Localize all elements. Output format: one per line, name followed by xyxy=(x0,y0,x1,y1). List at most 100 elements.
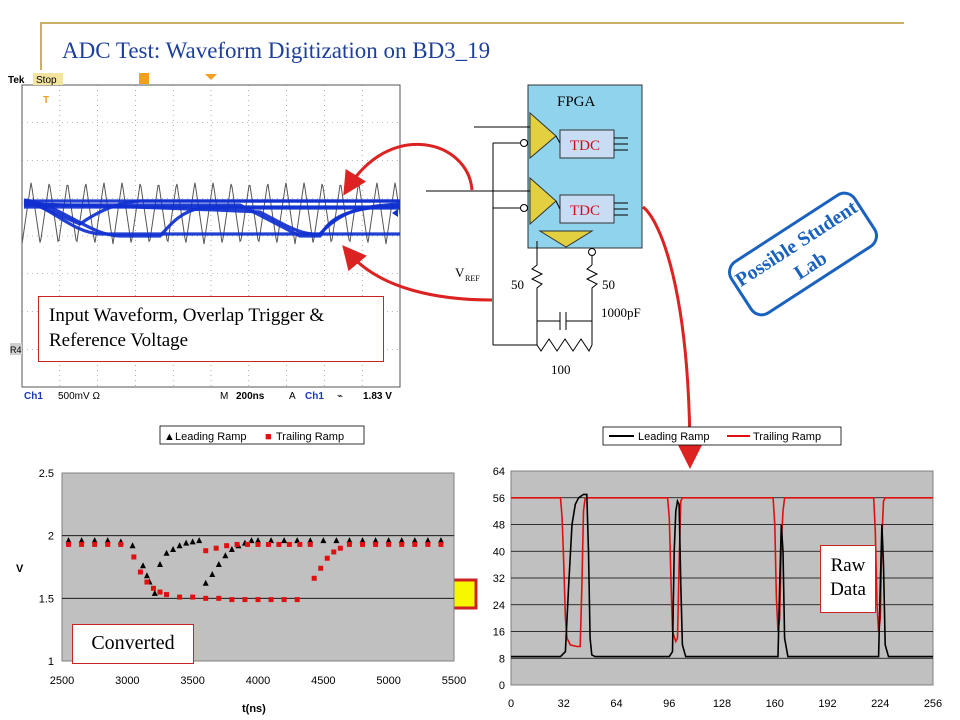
leading-ramp-point xyxy=(281,537,288,544)
raw-x-tick-label: 128 xyxy=(713,698,731,710)
scope-ch1-scale: 500mV Ω xyxy=(58,391,100,402)
trailing-ramp-point xyxy=(255,597,261,603)
raw-y-tick-label: 40 xyxy=(493,546,505,558)
trailing-ramp-point xyxy=(216,595,222,601)
comparator-2 xyxy=(529,176,557,226)
trailing-ramp-point xyxy=(399,541,405,547)
scope-trace-ch1 xyxy=(23,199,400,226)
trailing-ramp-point xyxy=(286,541,292,547)
trailing-ramp-point xyxy=(297,541,303,547)
leading-ramp-point xyxy=(385,537,392,544)
trailing-ramp-point xyxy=(307,541,313,547)
trailing-ramp-point xyxy=(281,597,287,603)
leading-ramp-point xyxy=(372,537,379,544)
raw-x-tick-label: 96 xyxy=(663,698,675,710)
scope-timebase: 200ns xyxy=(236,391,265,402)
raw-y-tick-label: 48 xyxy=(493,520,505,532)
tdc-label-1: TDC xyxy=(570,138,600,154)
legend-leading-ramp: Leading Ramp xyxy=(175,431,247,443)
trailing-ramp-point xyxy=(255,541,261,547)
leading-ramp-point xyxy=(151,589,158,596)
leading-ramp-point xyxy=(294,537,301,544)
leading-ramp-point xyxy=(209,571,216,578)
legend-marker-trailing: ■ xyxy=(265,431,272,443)
scope-trig-level: 1.83 V xyxy=(363,391,392,402)
scope-ch1-label: Ch1 xyxy=(24,391,43,402)
trailing-ramp-point xyxy=(318,565,324,571)
raw-legend xyxy=(602,426,842,446)
resistor-3-label: 100 xyxy=(551,362,571,377)
trailing-ramp-point xyxy=(324,555,330,561)
leading-ramp-point xyxy=(255,537,261,544)
trailing-ramp-point xyxy=(213,545,219,551)
trailing-ramp-point xyxy=(346,541,352,547)
converted-x-tick-label: 4000 xyxy=(246,675,270,687)
leading-ramp-point xyxy=(129,542,136,549)
fpga-label: FPGA xyxy=(557,94,596,110)
leading-ramp-point xyxy=(359,537,366,544)
trailing-ramp-point xyxy=(438,541,444,547)
trailing-ramp-point xyxy=(137,569,143,575)
leading-ramp-point xyxy=(215,560,222,567)
trailing-ramp-point xyxy=(242,597,248,603)
trailing-ramp-point xyxy=(337,545,343,551)
leading-ramp-point xyxy=(176,542,183,549)
leading-ramp-point xyxy=(91,537,98,544)
leading-ramp-point xyxy=(398,537,405,544)
scope-brand: Tek xyxy=(8,75,25,86)
raw-y-tick-label: 32 xyxy=(493,573,505,585)
scope-trace-ch1 xyxy=(23,202,401,236)
converted-y-tick-label: 1 xyxy=(48,656,54,668)
trailing-ramp-point xyxy=(245,541,251,547)
converted-x-tick-label: 3000 xyxy=(115,675,139,687)
leading-ramp-line xyxy=(511,493,933,658)
converted-legend xyxy=(159,425,365,445)
converted-label: Converted xyxy=(72,624,194,664)
resistor-1-label: 50 xyxy=(511,277,524,292)
scope-trigger-marker: T xyxy=(43,95,49,106)
trailing-ramp-point xyxy=(386,541,392,547)
scope-timebase-prefix: M xyxy=(220,391,228,402)
trailing-ramp-point xyxy=(79,541,85,547)
trailing-ramp-point xyxy=(268,597,274,603)
trailing-ramp-point xyxy=(144,579,150,585)
trailing-ramp-point xyxy=(229,597,235,603)
scope-trig-source: Ch1 xyxy=(305,391,324,402)
raw-legend-trailing-ramp: Trailing Ramp xyxy=(753,431,821,443)
leading-ramp-point xyxy=(424,537,431,544)
trailing-ramp-point xyxy=(190,594,196,600)
raw-x-tick-label: 192 xyxy=(818,698,836,710)
leading-ramp-point xyxy=(157,560,163,567)
capacitor-label: 1000pF xyxy=(601,305,641,320)
converted-x-tick-label: 3500 xyxy=(180,675,204,687)
trailing-ramp-point xyxy=(131,554,137,560)
scope-trig-mode: A xyxy=(289,391,296,402)
raw-y-tick-label: 16 xyxy=(493,627,505,639)
scope-level-marker-icon xyxy=(392,209,398,217)
raw-y-tick-label: 64 xyxy=(493,466,505,478)
converted-y-axis-label: V xyxy=(16,563,24,575)
scope-trace-ch1 xyxy=(23,198,400,238)
arrow-to-raw-data xyxy=(642,205,702,469)
raw-x-tick-label: 256 xyxy=(924,698,942,710)
legend-marker-leading: ▲ xyxy=(164,431,175,443)
raw-data-label: Raw Data xyxy=(820,545,876,613)
converted-y-tick-label: 1.5 xyxy=(39,593,54,605)
leading-ramp-point xyxy=(307,537,314,544)
trailing-ramp-point xyxy=(92,541,98,547)
leading-ramp-point xyxy=(104,537,111,544)
trailing-ramp-point xyxy=(66,541,72,547)
tdc-block-1 xyxy=(559,129,615,159)
trailing-ramp-point xyxy=(234,541,240,547)
vref-label: V xyxy=(455,265,465,280)
vref-subscript: REF xyxy=(465,274,480,283)
trailing-ramp-point xyxy=(276,541,282,547)
leading-ramp-point xyxy=(78,537,85,544)
leading-ramp-point xyxy=(140,562,147,569)
leading-ramp-point xyxy=(196,537,203,544)
trailing-ramp-point xyxy=(412,541,418,547)
leading-ramp-point xyxy=(268,537,275,544)
slide-title: ADC Test: Waveform Digitization on BD3_1… xyxy=(62,38,491,63)
leading-ramp-point xyxy=(333,537,340,544)
title-rule-left xyxy=(40,22,42,70)
